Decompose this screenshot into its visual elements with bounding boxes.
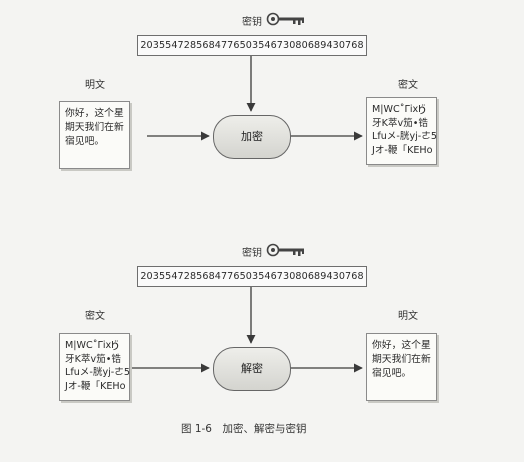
top-plaintext-doc: 你好，这个星 期天我们在新 宿见吧。	[59, 101, 130, 169]
doc-line: 你好，这个星	[372, 340, 431, 351]
top-key-label: 密钥	[242, 17, 262, 28]
decrypt-process: 解密	[213, 347, 291, 391]
bottom-ciphertext-doc: M|WC˚ΓixϦ̈ 牙K萃v笳•锆 Lfuメ-胱yj-ㄜ5 Jオ-鞭「KEHo	[59, 333, 130, 401]
doc-line: 期天我们在新	[372, 354, 431, 365]
top-key-value: 20355472856847765035467308068943076​8	[137, 35, 367, 56]
doc-line: 宿见吧。	[65, 136, 105, 147]
bottom-plaintext-doc: 你好，这个星 期天我们在新 宿见吧。	[366, 333, 437, 401]
bottom-right-title: 明文	[398, 311, 418, 322]
bottom-key-value: 20355472856847765035467308068943076​8	[137, 266, 367, 287]
doc-line: 你好，这个星	[65, 108, 124, 119]
bottom-key-label: 密钥	[242, 248, 262, 259]
doc-line: 期天我们在新	[65, 122, 124, 133]
top-left-title: 明文	[85, 80, 105, 91]
doc-line: Lfuメ-胱yj-ㄜ5	[65, 367, 130, 378]
doc-line: M|WC˚ΓixϦ̈	[372, 104, 426, 115]
doc-line: 宿见吧。	[372, 368, 412, 379]
top-right-title: 密文	[398, 80, 418, 91]
key-icon	[266, 243, 304, 257]
top-ciphertext-doc: M|WC˚ΓixϦ̈ 牙K萃v笳•锆 Lfuメ-胱yj-ㄜ5 Jオ-鞭「KEHo	[366, 97, 437, 165]
doc-line: Jオ-鞭「KEHo	[372, 144, 433, 156]
bottom-left-title: 密文	[85, 311, 105, 322]
doc-line: Lfuメ-胱yj-ㄜ5	[372, 131, 437, 142]
encrypt-process: 加密	[213, 115, 291, 159]
doc-line: Jオ-鞭「KEHo	[65, 380, 126, 392]
key-icon	[266, 12, 304, 26]
doc-line: M|WC˚ΓixϦ̈	[65, 340, 119, 351]
figure-caption: 图 1-6 加密、解密与密钥	[181, 423, 307, 435]
doc-line: 牙K萃v笳•锆	[372, 117, 429, 129]
doc-line: 牙K萃v笳•锆	[65, 353, 122, 365]
